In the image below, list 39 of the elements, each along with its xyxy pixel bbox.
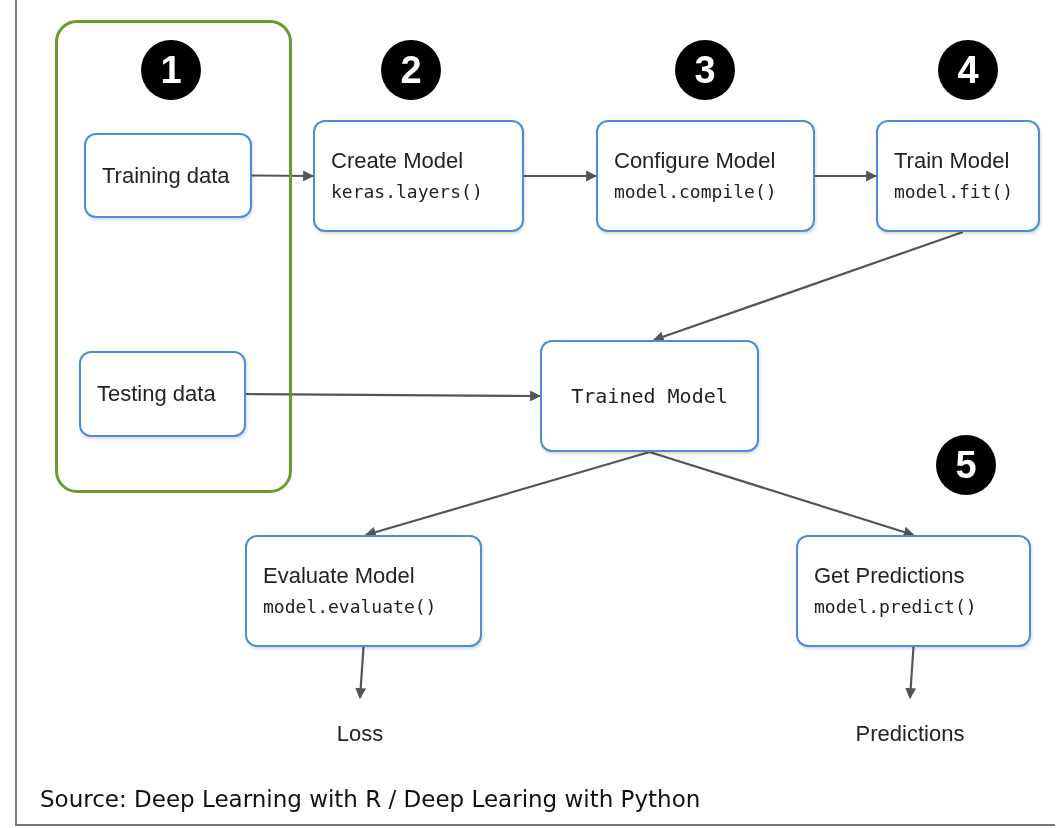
callout-number: 2 [381, 40, 441, 100]
callout-number: 4 [938, 40, 998, 100]
process-box [876, 120, 1040, 232]
process-box [796, 535, 1031, 647]
process-box [79, 351, 246, 437]
code-text: model.fit() [894, 180, 1015, 204]
arrow [364, 450, 650, 538]
node-title: Configure Model [614, 147, 777, 175]
process-box [540, 340, 759, 452]
arrow [246, 390, 542, 402]
process-box [245, 535, 482, 647]
arrow [252, 170, 315, 182]
callout-number: 5 [936, 435, 996, 495]
arrow [355, 646, 367, 700]
callout-number: 3 [675, 40, 735, 100]
code-text: model.predict() [814, 595, 978, 619]
node-title: Get Predictions [814, 562, 966, 590]
group-box [55, 20, 292, 493]
process-box [313, 120, 524, 232]
code-text: model.compile() [614, 180, 778, 204]
process-box [596, 120, 815, 232]
arrow [524, 170, 598, 182]
node-title: Predictions [855, 720, 965, 748]
arrow [652, 230, 964, 342]
code-text: model.evaluate() [263, 595, 438, 619]
node-title: Testing data [97, 380, 217, 408]
node-title: Evaluate Model [263, 562, 416, 590]
process-box [84, 133, 252, 218]
arrow [905, 646, 917, 700]
caption: Source: Deep Learning with R / Deep Learing with Python [40, 786, 701, 812]
node-title: Train Model [894, 147, 1011, 175]
arrow [649, 450, 915, 538]
node-title: Loss [336, 720, 384, 748]
node-title: Trained Model [571, 383, 729, 410]
arrow [815, 170, 878, 182]
callout-number: 1 [141, 40, 201, 100]
code-text: keras.layers() [331, 180, 484, 204]
node-title: Training data [102, 161, 231, 190]
node-title: Create Model [331, 147, 465, 175]
